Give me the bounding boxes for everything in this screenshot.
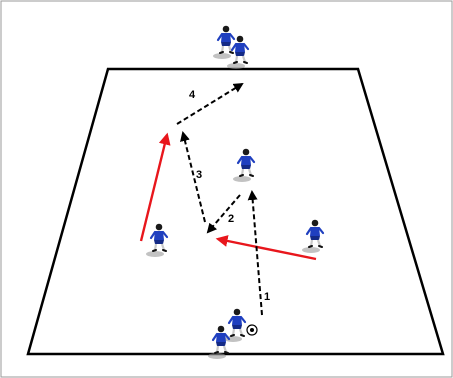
soccer-ball-icon: [246, 324, 258, 336]
pass-label-2: 2: [228, 213, 234, 225]
pass-label-1: 1: [264, 291, 270, 303]
pass-arrow-2: [206, 194, 241, 234]
run-arrow-right: [215, 235, 317, 261]
pass-arrow-1: [247, 190, 263, 316]
player-icon: [211, 24, 236, 61]
pass-arrow-3: [180, 131, 206, 223]
run-arrow-left: [139, 132, 171, 242]
pitch-outline: [26, 67, 445, 356]
pass-label-4: 4: [189, 89, 196, 101]
pass-label-3: 3: [196, 169, 202, 181]
pass-arrow-4: [176, 82, 244, 125]
